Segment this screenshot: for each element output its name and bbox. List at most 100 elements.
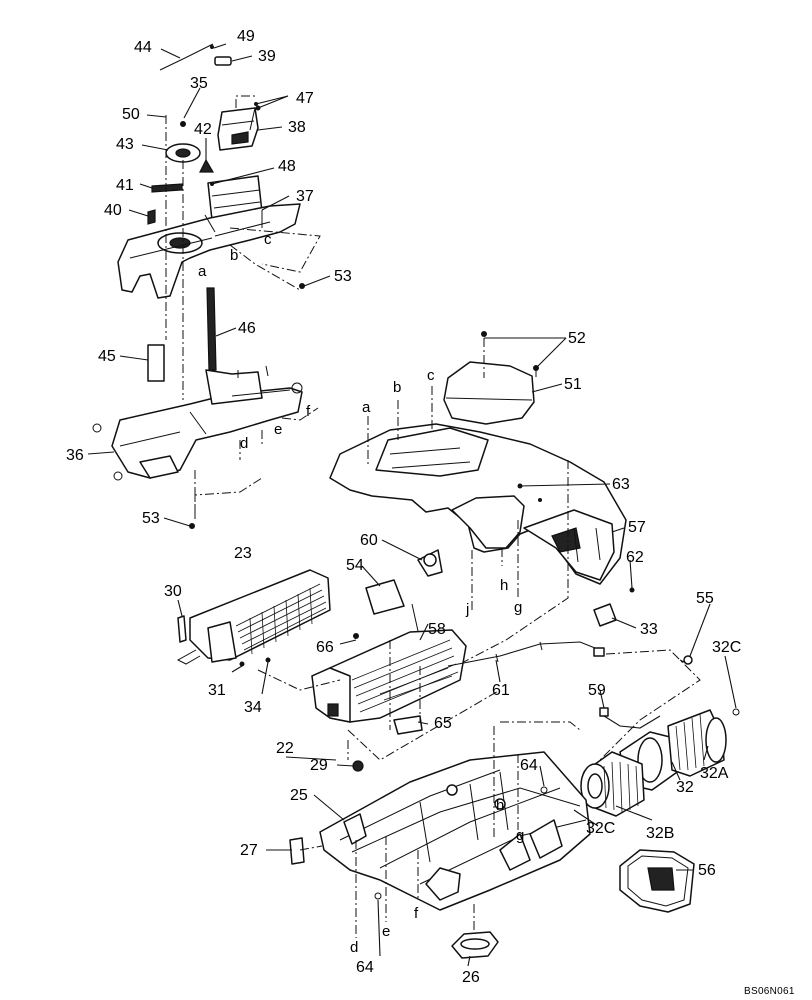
letter-c-upper: c	[264, 231, 272, 248]
callout-62: 62	[626, 549, 644, 566]
leader-cover-3	[419, 460, 569, 691]
part-56-filter	[619, 849, 695, 913]
part-25-flap	[343, 813, 367, 845]
blower-assembly	[568, 655, 740, 913]
letter-b-upper: b	[230, 247, 238, 264]
callout-32: 32	[676, 779, 694, 796]
callout-32a: 32A	[700, 765, 729, 782]
callout-37: 37	[296, 188, 314, 205]
letter-h-base: h	[496, 797, 504, 814]
callout-39: 39	[258, 48, 276, 65]
callout-26: 26	[462, 969, 480, 986]
callout-66: 66	[316, 639, 334, 656]
upper-duct-assembly	[92, 43, 321, 520]
part-64-screw-bottom	[374, 892, 382, 900]
part-66-screw	[353, 633, 359, 639]
callout-63: 63	[612, 476, 630, 493]
letter-d-upper: d	[240, 435, 248, 452]
part-31-screw	[239, 661, 245, 667]
part-64-screw-right	[540, 786, 548, 794]
part-45-duct	[147, 344, 165, 382]
part-23-heater-core	[176, 569, 331, 665]
callout-59: 59	[588, 682, 606, 699]
callout-53-top: 53	[334, 268, 352, 285]
letter-f-base: f	[414, 905, 419, 922]
part-35-screw	[180, 121, 186, 127]
letter-a-cover: a	[362, 399, 371, 416]
callout-56: 56	[698, 862, 716, 879]
part-32c-screw-top	[732, 708, 740, 716]
letter-j-cover: j	[465, 601, 469, 618]
part-61-harness	[447, 641, 601, 667]
part-32b-wheel	[580, 751, 645, 817]
callout-27: 27	[240, 842, 258, 859]
letter-g-base: g	[516, 827, 524, 844]
drawing-reference: BS06N061	[744, 986, 795, 997]
top-cover-assembly	[329, 338, 635, 691]
part-29-grommet	[352, 760, 364, 772]
callout-64-right: 64	[520, 757, 538, 774]
callout-38: 38	[288, 119, 306, 136]
part-42-vent	[199, 158, 215, 173]
callout-64-bottom: 64	[356, 959, 374, 976]
callout-31: 31	[208, 682, 226, 699]
callout-41: 41	[116, 177, 134, 194]
letter-a-upper: a	[198, 263, 207, 280]
part-32a-wheel	[667, 709, 727, 777]
part-38-vent-box	[217, 107, 259, 151]
core-assembly	[176, 569, 701, 761]
leader-cover-1	[367, 386, 433, 466]
callout-35: 35	[190, 75, 208, 92]
callout-54: 54	[346, 557, 364, 574]
part-51-lid	[443, 361, 535, 425]
callout-44: 44	[134, 39, 152, 56]
callout-33: 33	[640, 621, 658, 638]
letter-f-upper: f	[306, 403, 311, 420]
callout-labels: 44 49 39 47 35 50 38 42 43 48 41 37 40 5…	[66, 28, 741, 986]
callout-60: 60	[360, 532, 378, 549]
leader-lower-1	[355, 836, 419, 938]
callout-57: 57	[628, 519, 646, 536]
callout-55: 55	[696, 590, 714, 607]
part-65-drain	[393, 715, 423, 735]
part-36-lower-duct	[92, 365, 303, 481]
callout-36: 36	[66, 447, 84, 464]
letter-b-cover: b	[393, 379, 401, 396]
connection-letters: a b c d e f a b c h g j h g d e f	[198, 231, 524, 956]
callout-43: 43	[116, 136, 134, 153]
part-cover-housing	[329, 423, 627, 585]
part-43-grille	[165, 143, 201, 163]
part-49-pin	[210, 45, 214, 49]
leader-upper-4	[194, 407, 319, 520]
part-27-bracket	[289, 837, 305, 865]
leader-lower-3	[299, 845, 475, 934]
part-62-screw	[629, 587, 635, 593]
part-54-filter	[365, 579, 405, 615]
callout-58: 58	[428, 621, 446, 638]
callout-52: 52	[568, 330, 586, 347]
callout-42: 42	[194, 121, 212, 138]
callout-25: 25	[290, 787, 308, 804]
callout-32b: 32B	[646, 825, 674, 842]
letter-c-cover: c	[427, 367, 435, 384]
leader-upper-1	[165, 115, 184, 400]
part-30-clip	[177, 615, 187, 643]
leader-lines	[87, 43, 737, 967]
callout-29: 29	[310, 757, 328, 774]
leader-core-2	[389, 640, 421, 730]
lower-case-assembly	[289, 721, 591, 959]
part-46-hose	[206, 287, 217, 371]
part-26-drain	[451, 931, 499, 959]
part-59-wire	[603, 715, 661, 729]
part-39-clip	[214, 56, 232, 66]
callout-30: 30	[164, 583, 182, 600]
callout-45: 45	[98, 348, 116, 365]
part-34-screw	[265, 657, 271, 663]
callout-34: 34	[244, 699, 262, 716]
part-41-bracket	[151, 183, 183, 193]
part-44-rod	[159, 43, 214, 71]
part-40-knob	[147, 209, 156, 225]
leader-upper-3	[229, 227, 321, 291]
callout-65: 65	[434, 715, 452, 732]
